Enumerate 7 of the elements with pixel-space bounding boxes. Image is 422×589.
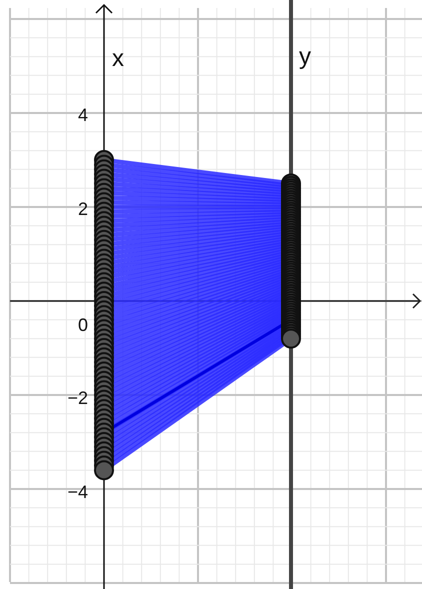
axis-label: y (299, 45, 311, 69)
tick-label: 2 (78, 200, 88, 218)
tick-label: 0 (78, 316, 88, 334)
tick-label: −4 (67, 483, 88, 501)
tick-label: 4 (78, 106, 88, 124)
axis-label: x (112, 47, 124, 71)
tick-label: −2 (67, 389, 88, 407)
